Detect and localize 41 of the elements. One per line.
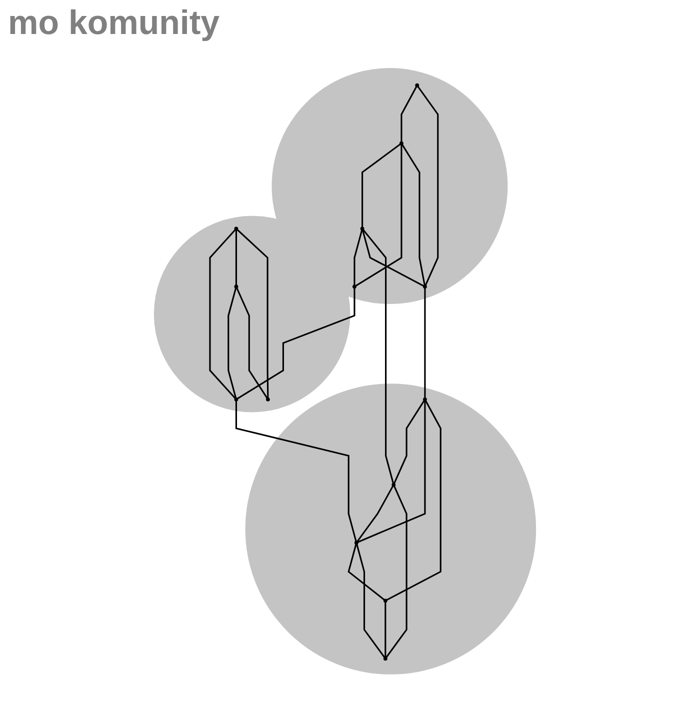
node-circle: [400, 141, 404, 146]
connector: [209, 229, 236, 399]
connector: [362, 229, 394, 484]
connector: [356, 544, 386, 658]
connector: [236, 229, 269, 398]
connector: [400, 86, 418, 142]
connector: [236, 288, 268, 399]
node-circle: [423, 284, 427, 289]
node-circle: [234, 284, 238, 289]
connector: [402, 144, 426, 286]
node-circle: [423, 397, 427, 402]
connector: [362, 230, 424, 287]
connector: [384, 602, 386, 658]
node-circle: [266, 397, 270, 402]
node-circle: [392, 482, 396, 487]
connector: [356, 486, 394, 542]
connector: [235, 400, 357, 542]
connector: [362, 144, 401, 228]
node-circle: [415, 83, 420, 88]
connector: [417, 86, 439, 286]
community-circle: [245, 384, 536, 674]
connector: [358, 400, 426, 543]
node-circle: [354, 540, 358, 545]
connector: [348, 544, 385, 600]
node-circle: [383, 598, 388, 603]
connector: [235, 230, 237, 286]
community-circle: [272, 68, 508, 304]
connector: [355, 144, 402, 286]
connector: [354, 230, 363, 286]
node-circle: [234, 397, 238, 402]
connector: [394, 400, 425, 484]
node-circle: [234, 226, 238, 231]
node-circle: [352, 284, 356, 289]
connector: [386, 400, 442, 601]
connector: [228, 288, 237, 398]
connector: [386, 486, 408, 658]
connector: [424, 288, 426, 398]
node-circle: [360, 226, 364, 231]
node-circle: [383, 656, 388, 661]
connector: [237, 288, 356, 400]
title: mo komunity: [8, 4, 220, 43]
